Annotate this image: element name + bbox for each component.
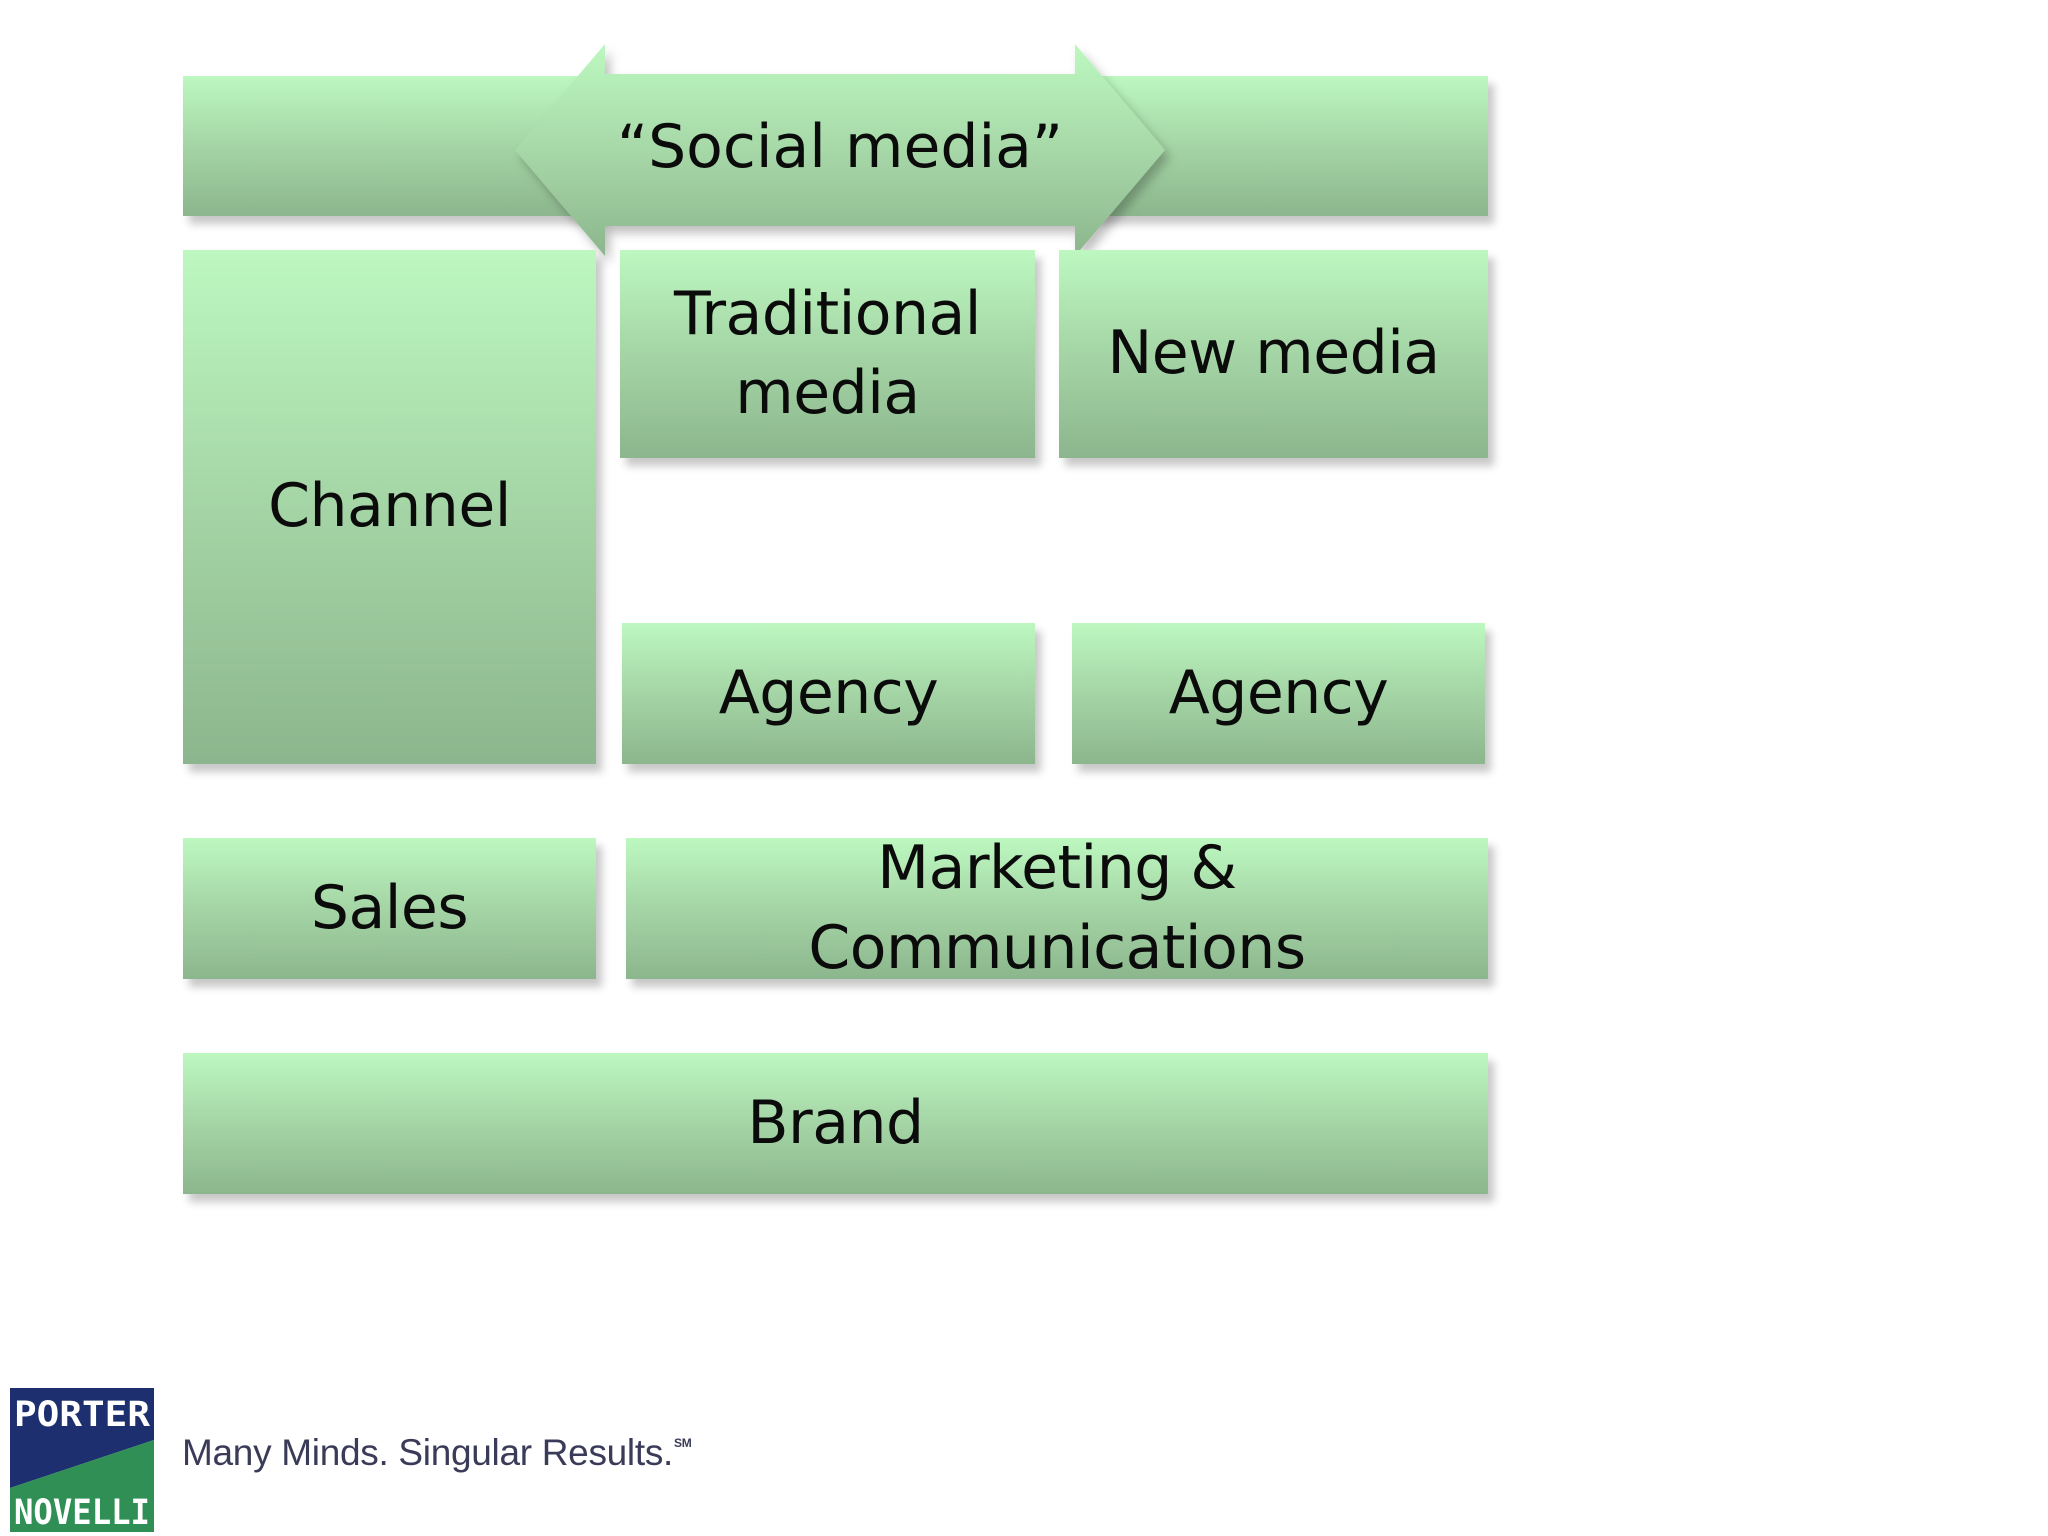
- agency-right-label: Agency: [1168, 657, 1389, 728]
- traditional-media-label-line1: Traditional: [674, 278, 981, 349]
- marketing-communications-label: Marketing & Communications: [808, 833, 1306, 983]
- new-media-label: New media: [1107, 318, 1440, 389]
- sales-box: Sales: [183, 838, 596, 979]
- traditional-media-label-line2: media: [735, 358, 920, 428]
- logo-green-panel: [10, 1440, 154, 1532]
- arrow-shape: [515, 44, 1165, 256]
- brand-label: Brand: [747, 1087, 924, 1158]
- sales-label: Sales: [310, 872, 469, 943]
- social-media-double-arrow: [515, 44, 1165, 256]
- tagline: Many Minds. Singular Results.SM: [182, 1432, 692, 1474]
- agency-box-left: Agency: [622, 623, 1035, 764]
- traditional-media-box: Traditional media: [620, 250, 1035, 458]
- social-media-label: “Social media”: [616, 112, 1063, 182]
- logo-blue-panel: [10, 1388, 154, 1488]
- porter-novelli-logo: PORTER NOVELLI: [10, 1388, 154, 1532]
- marketing-communications-box: Marketing & Communications: [626, 833, 1488, 983]
- service-mark: SM: [674, 1436, 692, 1450]
- logo-word-top: PORTER: [14, 1395, 151, 1435]
- brand-box: Brand: [183, 1053, 1488, 1194]
- logo-word-bottom: NOVELLI: [14, 1493, 150, 1532]
- new-media-box: New media: [1059, 250, 1488, 458]
- tagline-text: Many Minds. Singular Results.: [182, 1432, 673, 1473]
- channel-box: Channel: [183, 250, 596, 764]
- channel-label: Channel: [268, 471, 511, 542]
- agency-left-label: Agency: [718, 657, 939, 728]
- agency-box-right: Agency: [1072, 623, 1485, 764]
